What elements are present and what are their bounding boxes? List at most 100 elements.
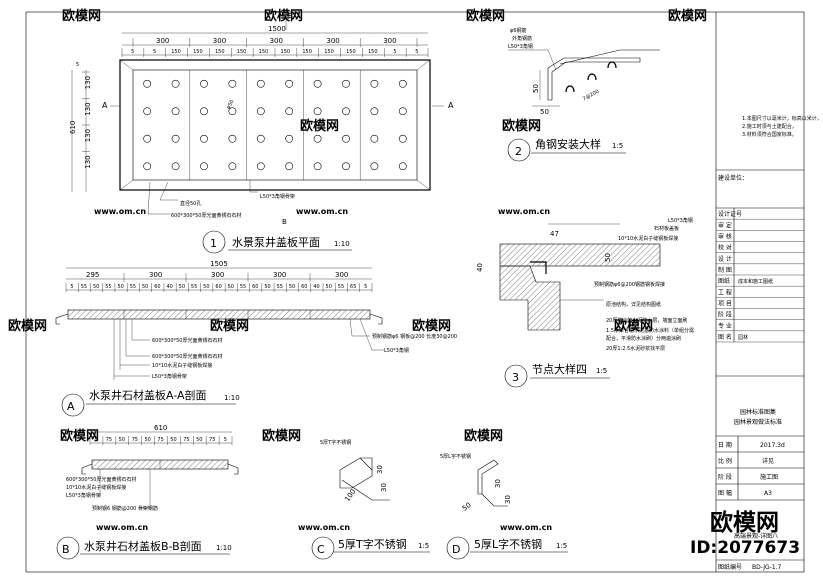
tb-row-label: 图纸: [718, 277, 730, 285]
dim-value: 55: [277, 284, 283, 290]
dim-value: 5: [415, 49, 418, 55]
drain-hole: [398, 107, 407, 116]
detail3-structure: [499, 265, 561, 331]
detailc-dim: 100: [343, 488, 357, 504]
rebar-hook: [565, 85, 575, 93]
dim-value: 55: [191, 284, 197, 290]
dim-value: 130: [84, 102, 92, 115]
drain-hole: [370, 134, 379, 143]
section-a-note: 600*300*50厚光面黄锈石石材: [152, 337, 222, 344]
drain-hole: [313, 162, 322, 171]
detail3-title: 节点大样四: [532, 362, 587, 376]
dim-value: 50: [119, 437, 125, 443]
detailc-dim: 30: [376, 465, 384, 474]
drain-hole: [398, 134, 407, 143]
detail2-scale: 1:5: [612, 142, 623, 150]
detailc-scale: 1:5: [418, 542, 429, 550]
dim-value: 300: [270, 37, 283, 45]
watermark-url: www.om.cn: [296, 207, 348, 216]
sheet-border: [25, 11, 805, 573]
drain-hole: [171, 162, 180, 171]
dim-value: 65: [350, 284, 356, 290]
dim-value: 150: [281, 49, 291, 55]
detail3-stone: [499, 243, 661, 267]
title-block-note: 1.本图尺寸以毫米计，标高以米计，: [742, 115, 822, 122]
dim-value: 50: [228, 284, 234, 290]
detail-l-steel: 5厚L字不锈钢 30 30 50 D 5厚L字不锈钢 1:5: [440, 453, 568, 560]
section-a-note: 600*300*50厚光面黄锈石石材: [152, 353, 222, 360]
dim-value: 130: [84, 155, 92, 168]
drawing-number: BD-JG-1.7: [752, 564, 782, 571]
section-a-slab: [67, 309, 371, 320]
watermark-url: www.om.cn: [500, 523, 552, 532]
section-letter: D: [452, 543, 460, 556]
detail3-dim: 40: [476, 263, 484, 272]
dim-value: 75: [209, 437, 215, 443]
cover-plate-outline: [119, 59, 431, 191]
detail3-mid-note: 预制钢筋φ6@200钢筋钢板焊接: [594, 281, 665, 288]
dim-value: 55: [81, 284, 87, 290]
drain-hole: [256, 107, 265, 116]
tb-label: 日 期: [718, 441, 732, 449]
section-letter-circle: [446, 536, 470, 560]
detail3-dim: 50: [604, 253, 612, 262]
dim-value: 75: [157, 437, 163, 443]
watermark-text: 欧模网: [8, 318, 47, 334]
dim-value: 150: [346, 49, 356, 55]
drain-hole: [228, 79, 237, 88]
detail2-note: L50*3角钢: [508, 43, 533, 50]
hook-left: [81, 463, 93, 475]
drain-hole: [171, 79, 180, 88]
title-block-note: 3.材料须符合国家标准。: [742, 131, 797, 138]
section-a-angle-note: L50*3角钢: [384, 347, 409, 354]
detail3-note: 原池结构，详见结构图纸: [606, 301, 661, 308]
dim-value: 55: [240, 284, 246, 290]
detail3-dim: 47: [550, 230, 559, 238]
drain-hole: [228, 107, 237, 116]
detail-number: 3: [512, 371, 519, 384]
detaild-scale: 1:5: [556, 542, 567, 550]
dim-value: 60: [215, 284, 221, 290]
section-letter-circle: [56, 536, 80, 560]
dim-value: 300: [335, 271, 348, 279]
section-letter: A: [67, 400, 75, 413]
dim-value: 50: [264, 284, 270, 290]
section-b-scale: 1:10: [216, 544, 232, 552]
sheet-caption: 高端景观-详图八: [734, 532, 778, 540]
watermark-text: 欧模网: [62, 8, 101, 24]
tb-value: 2017.3d: [760, 442, 785, 449]
watermark-text: 欧模网: [412, 318, 451, 334]
dim-value: 300: [156, 37, 169, 45]
dim-value: 55: [105, 284, 111, 290]
drain-hole: [200, 134, 208, 143]
tb-row-label: 设计证号: [718, 210, 742, 218]
dim-value: 75: [183, 437, 189, 443]
dim-value: 5: [76, 62, 79, 68]
tb-row-label: 工 程: [718, 288, 732, 296]
watermark-url: www.om.cn: [94, 207, 146, 216]
detaild-title: 5厚L字不锈钢: [474, 537, 542, 551]
dim-value: 50: [117, 284, 123, 290]
dim-value: 50: [326, 284, 332, 290]
rebar-hook: [607, 61, 617, 69]
tb-row-label: 设 计: [718, 255, 732, 263]
drain-hole: [143, 162, 152, 171]
drain-hole: [285, 107, 294, 116]
dim-value: 5: [364, 284, 367, 290]
drain-hole: [313, 107, 322, 116]
plan-title: 水景泵井盖板平面: [232, 235, 320, 249]
detail3-note: 20厚1:2.5水泥砂浆找平层: [606, 345, 665, 352]
drain-holes: [143, 79, 407, 171]
detail2-title: 角钢安装大样: [535, 137, 601, 151]
drain-hole: [370, 107, 379, 116]
dim-value: 150: [368, 49, 378, 55]
detail-number-circle: [504, 364, 528, 388]
dim-value: 5: [95, 437, 98, 443]
tb-row-label: 制 图: [718, 266, 732, 274]
detail3-note: 配合，平滑防水涂刷）分两遍涂刷: [606, 335, 681, 342]
